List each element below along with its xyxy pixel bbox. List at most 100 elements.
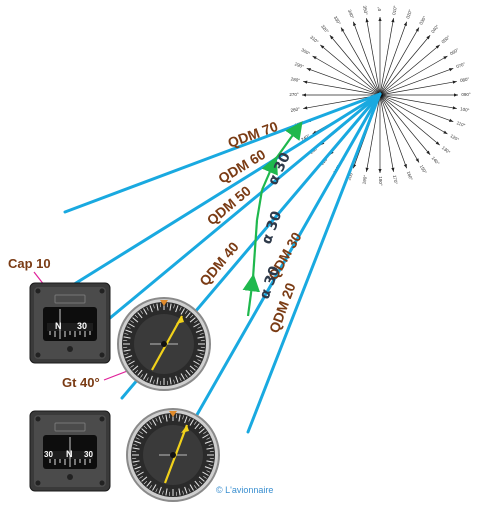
rose-ray xyxy=(380,27,420,94)
track-segment-5 xyxy=(274,121,303,161)
dial-tick xyxy=(137,471,144,476)
rose-arrowhead xyxy=(378,169,382,173)
dial-tick xyxy=(203,431,207,435)
dial-tick xyxy=(169,303,172,311)
rose-ray xyxy=(303,95,379,109)
dial-tick xyxy=(149,375,153,383)
dial-tick xyxy=(188,417,191,422)
bearing-callout: Gt 40° xyxy=(62,369,131,390)
dial-tick xyxy=(195,355,203,359)
rose-bearing-label: 340° xyxy=(347,9,355,20)
dial-tick xyxy=(124,353,129,355)
rose-arrowhead xyxy=(306,68,312,72)
rose-arrowhead xyxy=(365,18,369,23)
heading-callout-text: Cap 10 xyxy=(8,256,51,271)
magnetic-compass-top: N 30 xyxy=(29,282,111,364)
dial-tick xyxy=(152,419,157,426)
dial-tick xyxy=(128,323,135,328)
qdm-70-label: QDM 70 xyxy=(226,118,281,151)
rose-bearing-label: 290° xyxy=(294,61,305,69)
dial-tick xyxy=(123,349,131,352)
qdm-50-line xyxy=(108,92,382,320)
dial-tick xyxy=(135,437,140,440)
dial-tick xyxy=(194,423,200,430)
dial-tick xyxy=(134,369,139,374)
rose-bearing-label: 0° xyxy=(377,7,382,12)
rose-bearing-label: 030° xyxy=(418,15,427,26)
dial-tick xyxy=(141,476,148,482)
rose-bearing-label: 260° xyxy=(290,106,300,113)
dial-tick xyxy=(206,460,214,463)
dial-tick xyxy=(143,425,148,430)
dial-tick xyxy=(135,470,140,473)
dial-tick xyxy=(198,476,205,482)
rose-arrowhead xyxy=(448,118,454,122)
dial-tick xyxy=(137,434,144,439)
dial-tick xyxy=(198,480,203,485)
rose-bearing-label: 180° xyxy=(378,176,383,186)
dial-tick xyxy=(137,369,143,376)
rose-ray xyxy=(303,81,379,95)
dial-tick xyxy=(146,423,152,430)
rose-arrowhead xyxy=(353,163,357,169)
rose-arrowhead xyxy=(452,106,457,110)
dial-tick xyxy=(184,486,188,494)
dial-tick xyxy=(143,308,148,315)
dial-tick xyxy=(149,305,153,313)
dial-tick xyxy=(125,355,133,359)
dial-tick xyxy=(162,490,164,495)
rose-arrowhead xyxy=(341,27,345,32)
rose-bearing-label: 120° xyxy=(449,133,460,142)
dial-tick xyxy=(193,323,200,328)
dial-tick xyxy=(141,428,148,434)
rose-arrowhead xyxy=(403,21,407,27)
dial-tick xyxy=(140,374,144,378)
dial-tick xyxy=(139,475,143,479)
rose-bearing-label: 170° xyxy=(392,175,399,185)
dial-tick xyxy=(139,431,143,435)
rose-ray xyxy=(381,67,454,95)
compass-bottom-30-right: 30 xyxy=(84,450,93,459)
dial-tick xyxy=(189,369,194,374)
dial-tick xyxy=(134,314,139,319)
dial-tick xyxy=(155,417,158,422)
rose-ray xyxy=(381,81,457,95)
rose-arrowhead xyxy=(353,21,357,27)
rose-ray xyxy=(380,96,420,163)
dial-tick xyxy=(126,359,131,362)
rose-bearing-label: 060° xyxy=(449,47,460,56)
dial-tick xyxy=(194,320,198,324)
dial-tick xyxy=(140,310,144,314)
rose-bearing-label: 160° xyxy=(406,170,414,181)
dial-tick xyxy=(146,306,149,311)
dial-tick xyxy=(149,421,153,425)
dial-tick xyxy=(133,464,138,466)
rose-ray xyxy=(381,95,448,135)
dial-tick xyxy=(182,490,184,495)
dial-tick xyxy=(193,360,200,365)
dial-tick xyxy=(153,304,155,309)
intercept-label-middle: α 30 xyxy=(259,209,286,247)
track-segment-2 xyxy=(251,219,259,279)
dial-tick xyxy=(134,440,142,444)
rose-arrowhead xyxy=(391,167,395,172)
dial-tick xyxy=(130,364,134,368)
dial-tick xyxy=(203,475,207,479)
dial-tick xyxy=(165,488,168,496)
dial-tick xyxy=(206,447,214,450)
track-segment-4 xyxy=(260,155,278,191)
dial-tick xyxy=(185,312,191,319)
dial-tick xyxy=(179,377,182,382)
dial-tick xyxy=(182,415,184,420)
rose-bearing-label: 040° xyxy=(430,24,440,34)
rose-arrowhead xyxy=(329,35,334,40)
dial-tick xyxy=(132,460,140,463)
dial-tick xyxy=(185,369,191,376)
credit-text: © L'avionnaire xyxy=(216,485,273,495)
dial-tick xyxy=(184,416,188,424)
dial-tick xyxy=(143,373,148,380)
dial-tick xyxy=(202,434,209,439)
rose-bearing-label: 100° xyxy=(460,106,470,113)
dial-tick xyxy=(125,329,133,333)
